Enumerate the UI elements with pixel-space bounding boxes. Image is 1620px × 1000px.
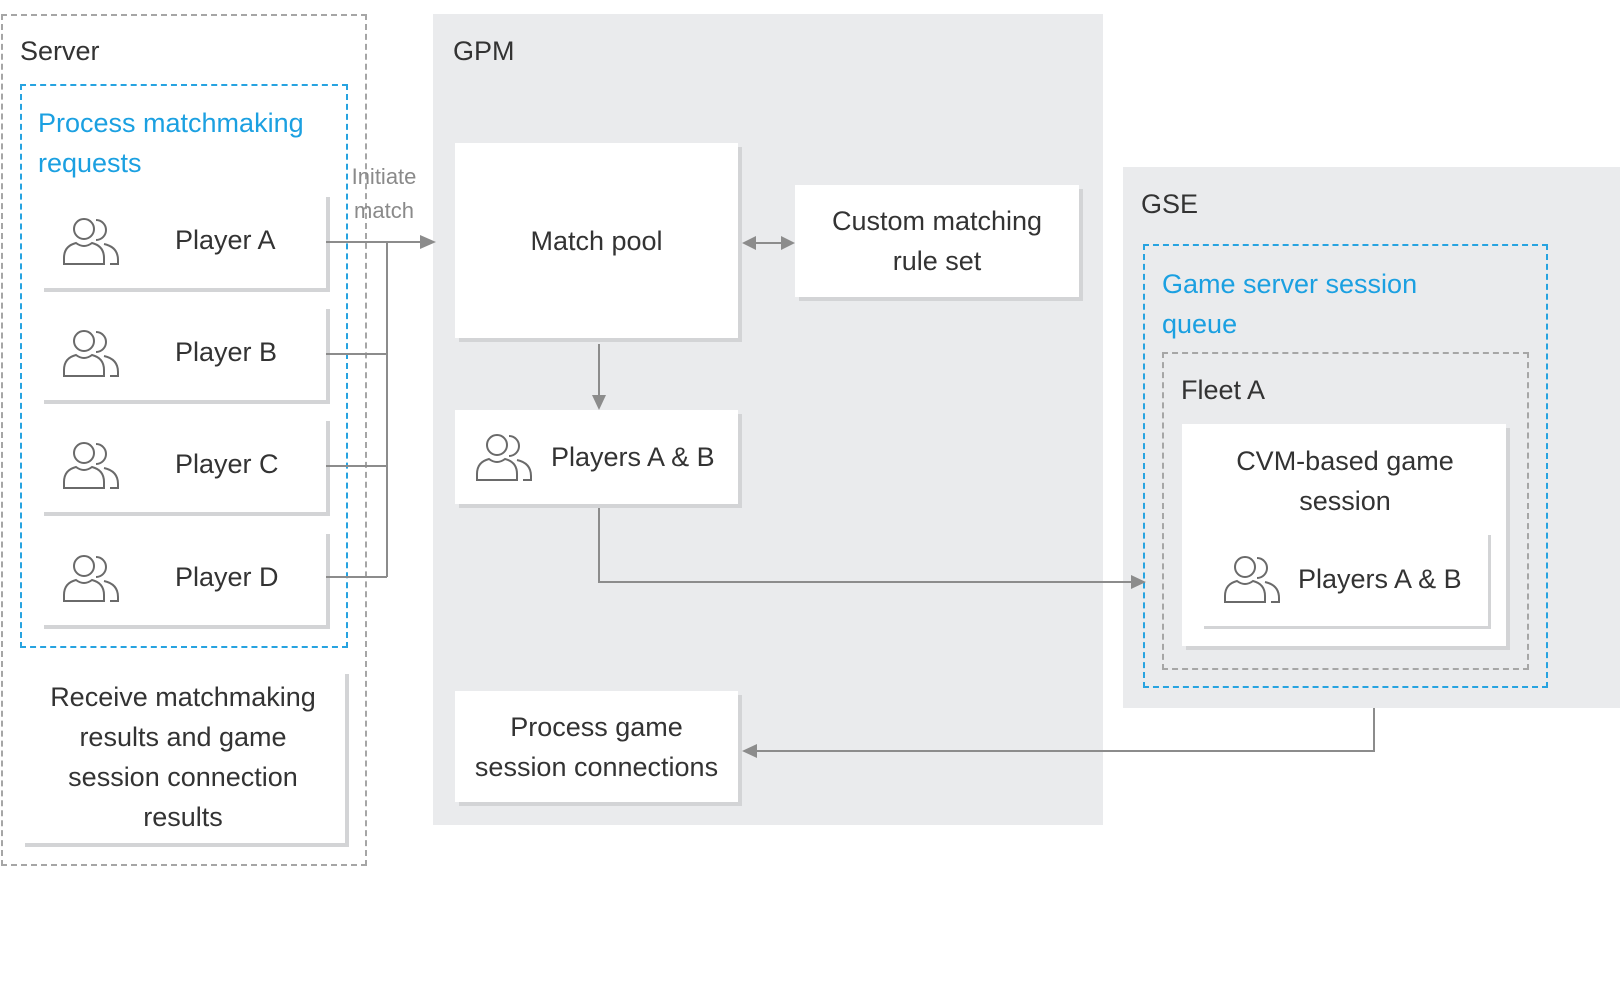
session-queue-box [1143,244,1548,688]
fleet-title: Fleet A [1181,375,1266,405]
player-name: Player B [175,337,278,367]
arrow-head-down [592,395,606,410]
arrow-head-right [781,236,795,250]
arrow-head-left [742,236,756,250]
matched-players-card: Players A & B [455,410,738,504]
match-pool-box: Match pool [455,143,738,338]
receive-results-box: Receive matchmaking results and game ses… [21,670,345,843]
users-icon [63,330,119,377]
player-card-a: Player A [40,193,326,288]
arrow-head-return [742,744,757,758]
session-players-label: Players A & B [1298,563,1462,594]
player-name: Player A [175,225,276,255]
player-name: Player C [175,449,279,479]
process-connections-box: Process game session connections [455,691,738,802]
matched-players-label: Players A & B [551,441,715,472]
gse-title: GSE [1141,189,1199,219]
initiate-match-label: Initiate match [351,164,417,223]
users-icon [1224,556,1280,603]
users-icon [63,218,119,265]
session-queue-title: Game server session queue [1162,269,1418,339]
arrow-head-initiate [420,235,436,249]
session-players-card: Players A & B [1201,532,1488,626]
custom-rule-set-box: Custom matching rule set [795,185,1079,297]
server-title: Server [20,36,100,66]
users-icon [63,555,119,602]
users-icon [476,434,532,481]
process-matchmaking-title: Process matchmaking requests [38,108,304,178]
player-card-c: Player C [40,417,326,512]
player-card-d: Player D [40,530,326,625]
fleet-box [1162,352,1529,670]
player-card-b: Player B [40,305,326,400]
server-region [1,14,367,866]
process-matchmaking-box [20,84,348,648]
player-name: Player D [175,562,279,592]
users-icon [63,442,119,489]
gpm-title: GPM [453,36,515,66]
arrow-head-gse [1131,575,1146,589]
game-session-title: CVM-based game session [1236,446,1454,516]
